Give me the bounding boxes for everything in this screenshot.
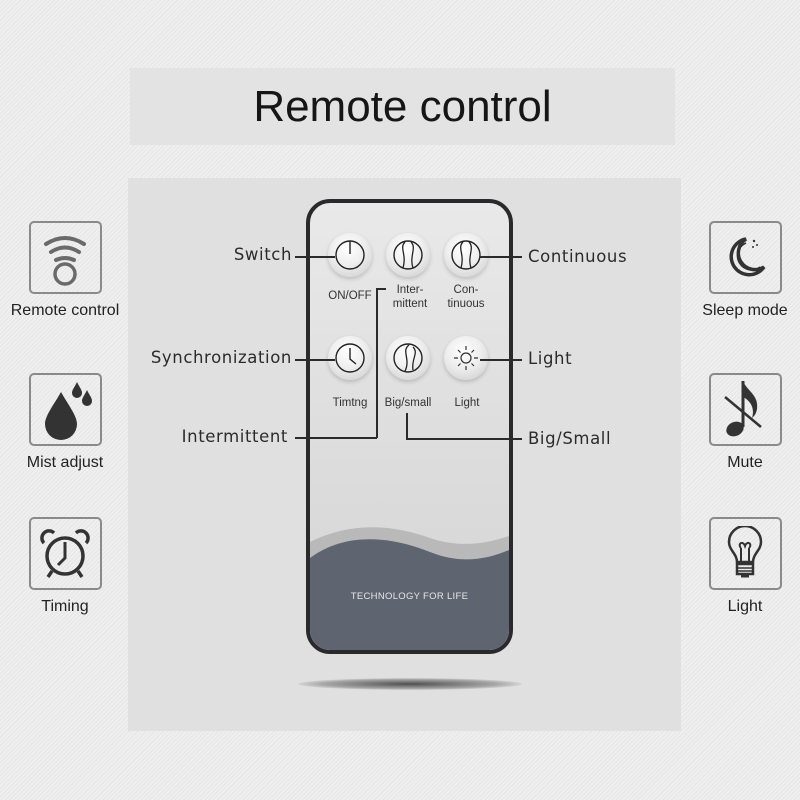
callout-switch: Switch xyxy=(233,245,292,264)
feature-sleep-mode: Sleep mode xyxy=(680,221,800,320)
mist-icon xyxy=(393,240,423,270)
big-small-button[interactable] xyxy=(386,336,430,380)
callout-intermittent: Intermittent xyxy=(181,427,288,446)
feature-label: Timing xyxy=(41,598,89,615)
callout-line-intermittent-bottom xyxy=(295,437,377,439)
title-banner: Remote control xyxy=(130,68,675,145)
brand-text: TECHNOLOGY FOR LIFE xyxy=(350,591,469,602)
feature-label: Mist adjust xyxy=(26,454,104,471)
feature-timing: Timing xyxy=(0,517,130,616)
wireless-signal-icon xyxy=(44,235,86,286)
button-label-on-off: ON/OFF xyxy=(328,290,372,302)
feature-mute: Mute xyxy=(680,373,800,472)
feature-light: Light xyxy=(680,517,800,616)
callout-continuous: Continuous xyxy=(528,247,628,266)
callout-line-intermittent-vertical xyxy=(376,288,378,438)
button-label-timing: Timtng xyxy=(332,397,368,409)
callout-line-big-small-horizontal xyxy=(406,438,522,440)
light-button[interactable] xyxy=(444,336,488,380)
mist-icon xyxy=(451,240,481,270)
callout-line-synchronization xyxy=(295,359,335,361)
button-label-intermittent: Inter- mittent xyxy=(386,283,434,311)
intermittent-button[interactable] xyxy=(386,233,430,277)
button-label-big-small: Big/small xyxy=(384,397,432,409)
label-line: mittent xyxy=(392,298,428,310)
feature-remote-control: Remote control xyxy=(0,221,130,320)
callout-line-switch xyxy=(295,256,335,258)
remote-shadow xyxy=(298,678,522,690)
clock-icon xyxy=(335,343,365,373)
feature-icon-box xyxy=(708,373,782,446)
continuous-button[interactable] xyxy=(444,233,488,277)
callout-light: Light xyxy=(528,349,573,368)
moon-icon xyxy=(729,236,766,276)
mist-icon xyxy=(393,343,423,373)
callout-big-small: Big/Small xyxy=(528,429,612,448)
feature-icon-box xyxy=(708,221,782,294)
feature-icon-box xyxy=(28,373,102,446)
page-title: Remote control xyxy=(253,81,552,131)
feature-icon-box xyxy=(28,517,102,590)
muted-music-note-icon xyxy=(724,380,762,436)
label-line: tinuous xyxy=(447,298,485,310)
power-icon xyxy=(335,240,365,270)
feature-label: Mute xyxy=(727,454,763,471)
callout-line-continuous xyxy=(480,256,522,258)
feature-mist-adjust: Mist adjust xyxy=(0,373,130,472)
power-button[interactable] xyxy=(328,233,372,277)
callout-line-big-small-vertical xyxy=(406,413,408,439)
label-line: Con- xyxy=(453,284,479,296)
button-label-continuous: Con- tinuous xyxy=(440,283,492,311)
feature-icon-box xyxy=(28,221,102,294)
remote-bottom-wave xyxy=(310,527,509,650)
water-drops-icon xyxy=(45,381,92,440)
sun-icon xyxy=(454,346,478,370)
feature-label: Remote control xyxy=(10,302,120,319)
feature-label: Light xyxy=(727,598,763,615)
light-bulb-icon xyxy=(727,525,763,577)
timing-button[interactable] xyxy=(328,336,372,380)
feature-icon-box xyxy=(708,517,782,590)
label-line: Inter- xyxy=(396,284,424,296)
callout-synchronization: Synchronization xyxy=(150,348,292,367)
feature-label: Sleep mode xyxy=(702,302,788,319)
button-label-light: Light xyxy=(454,397,480,409)
callout-line-intermittent-top xyxy=(376,288,386,290)
callout-line-light xyxy=(480,359,522,361)
alarm-clock-icon xyxy=(40,528,90,578)
